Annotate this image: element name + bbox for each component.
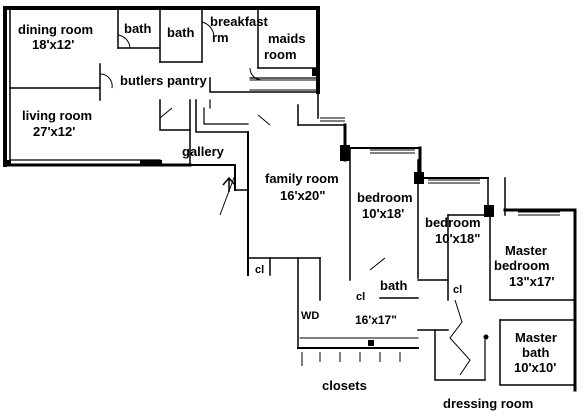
living-room-label: living room <box>22 108 92 123</box>
breakfast-room-label-1: breakfast <box>210 14 268 29</box>
dressing-room-marker <box>483 334 489 340</box>
hall-size: 16'x17" <box>355 313 397 327</box>
breakfast-room-label-2: rm <box>212 30 229 45</box>
master-bedroom-label-1: Master <box>505 243 547 258</box>
bedroom-1-label: bedroom <box>357 190 413 205</box>
dining-room-size: 18'x12' <box>32 37 74 52</box>
dressing-room-label: dressing room <box>443 396 533 411</box>
washer-dryer-label: WD <box>301 310 319 322</box>
maids-room-label-2: room <box>264 47 297 62</box>
closet-3-label: cl <box>453 284 462 296</box>
dining-room-label: dining room <box>18 22 93 37</box>
closet-1-label: cl <box>255 264 264 276</box>
master-bedroom-size: 13"x17' <box>509 274 554 289</box>
bedroom-2-label: bedroom <box>425 215 481 230</box>
master-bath-size: 10'x10' <box>514 360 556 375</box>
butlers-pantry-label: butlers pantry <box>120 73 207 88</box>
closet-2-label: cl <box>356 291 365 303</box>
maids-room-label-1: maids <box>268 31 306 46</box>
bedroom-1-size: 10'x18' <box>362 206 404 221</box>
family-room-size: 16'x20" <box>280 188 325 203</box>
up-arrow-icon <box>222 176 236 192</box>
closets-label: closets <box>322 378 367 393</box>
wall-blocks <box>5 68 494 346</box>
gallery-label: gallery <box>182 144 225 159</box>
bedroom-2-size: 10'x18" <box>435 231 480 246</box>
doors <box>99 21 471 376</box>
living-room-size: 27'x12' <box>33 124 75 139</box>
windows <box>320 117 560 216</box>
master-bedroom-label-2: bedroom <box>494 258 550 273</box>
master-bath-label-2: bath <box>522 345 550 360</box>
bath-3-label: bath <box>380 278 408 293</box>
master-bath-label-1: Master <box>515 330 557 345</box>
family-room-label: family room <box>265 171 339 186</box>
closet-rods <box>301 352 401 366</box>
bath-2-label: bath <box>167 25 195 40</box>
bath-1-label: bath <box>124 21 152 36</box>
